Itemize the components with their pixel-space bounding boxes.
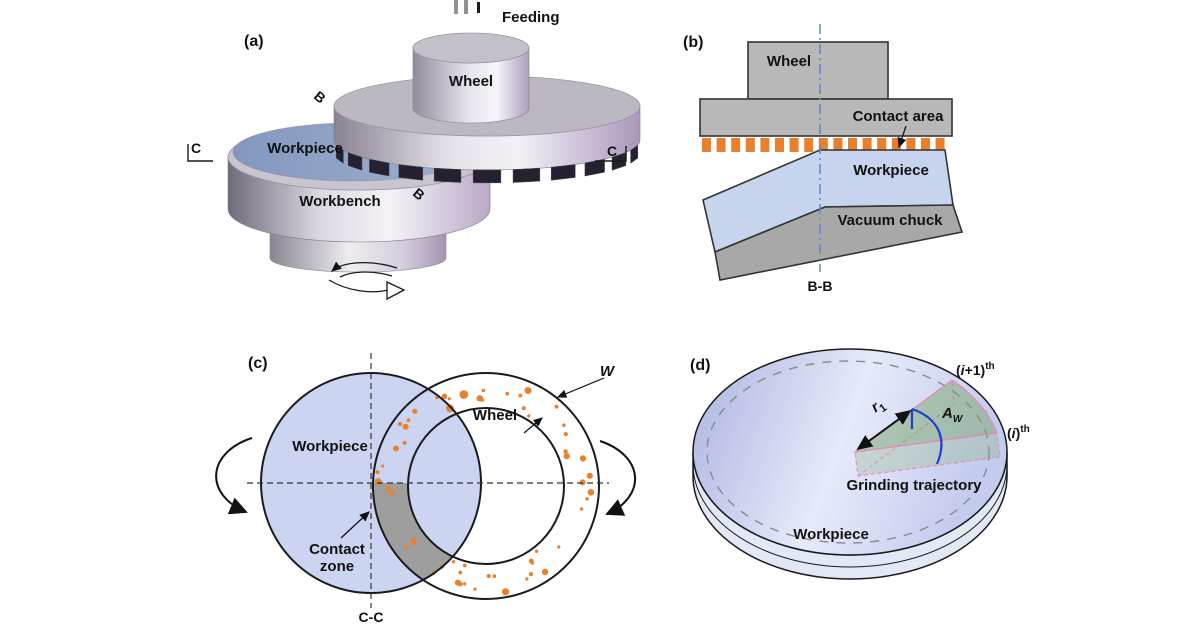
wheel-label-b: Wheel [767, 53, 811, 70]
abrasive-dots [374, 387, 595, 596]
contact-zone-label-2: zone [320, 558, 354, 575]
wheel-label-a: Wheel [449, 73, 493, 90]
vacuum-chuck-b [714, 204, 964, 281]
panel-b-tag: (b) [683, 34, 703, 51]
width-arrow-inner [523, 417, 543, 434]
panel-d: (d) r1 AW (i+1)th (i)th Grinding traject… [690, 348, 1030, 580]
section-bb-label: B-B [808, 278, 833, 294]
workbench-label-a: Workbench [299, 193, 380, 210]
panel-c-tag: (c) [248, 355, 268, 372]
panel-a-tag: (a) [244, 33, 264, 50]
panel-b: (b) Wheel Contact area Workpiece Vacuum … [683, 24, 964, 294]
grinding-trajectory-label: Grinding trajectory [846, 477, 982, 494]
inner-dashed-ellipse [706, 360, 990, 544]
section-cc-label: C-C [359, 609, 384, 625]
grinding-trajectory-arc [910, 407, 943, 465]
contact-zone [373, 483, 481, 593]
wheel-flange-b [699, 98, 953, 137]
width-symbol: W [600, 363, 616, 380]
section-c-right-label: C [607, 143, 617, 159]
disc-rim-line [692, 463, 1008, 568]
panel-a: C C B B (a) Feeding Wheel Workpiece Work… [187, 0, 641, 301]
section-mark-c-right: C [595, 143, 627, 162]
rotation-arrow-right-icon [599, 440, 637, 516]
wheel-block-b [747, 41, 889, 100]
section-b-upper-label: B [311, 88, 329, 107]
section-mark-c-left: C [187, 140, 213, 162]
contact-zone-label-1: Contact [309, 541, 365, 558]
workpiece-label-a: Workpiece [267, 140, 343, 157]
panel-d-tag: (d) [690, 357, 710, 374]
abrasive-segments [335, 144, 639, 184]
wheel-label-c: Wheel [473, 407, 517, 424]
area-label: AW [941, 405, 964, 425]
wheel-inner-outline [407, 407, 565, 565]
wheel-outer-outline [372, 372, 600, 600]
section-c-left-label: C [191, 140, 201, 156]
feeding-label: Feeding [502, 9, 560, 26]
wheel-hub-top [412, 32, 530, 64]
vacuum-chuck-label: Vacuum chuck [837, 212, 943, 229]
contact-zone-arrow [340, 511, 370, 539]
panel-c: (c) Workpiece Wheel W Contact zone C-C [215, 353, 637, 625]
wedge-lower-band [854, 432, 1001, 477]
pass-next-label: (i+1)th [956, 361, 995, 378]
radius-arrow [856, 409, 912, 451]
abrasive-teeth [702, 138, 945, 152]
pass-current-label: (i)th [1007, 424, 1030, 441]
workpiece-disc-top [692, 348, 1008, 556]
workpiece-label-c: Workpiece [292, 438, 368, 455]
contact-area-label: Contact area [853, 108, 945, 125]
rotation-arrow-left-icon [215, 437, 253, 515]
width-arrow-outer [556, 377, 605, 398]
workpiece-label-b: Workpiece [853, 162, 929, 179]
workpiece-label-d: Workpiece [793, 526, 869, 543]
contact-area-arrow [897, 125, 907, 149]
feeding-arrow-icon [454, 0, 480, 14]
rotation-arrow-a-icon [328, 261, 406, 301]
